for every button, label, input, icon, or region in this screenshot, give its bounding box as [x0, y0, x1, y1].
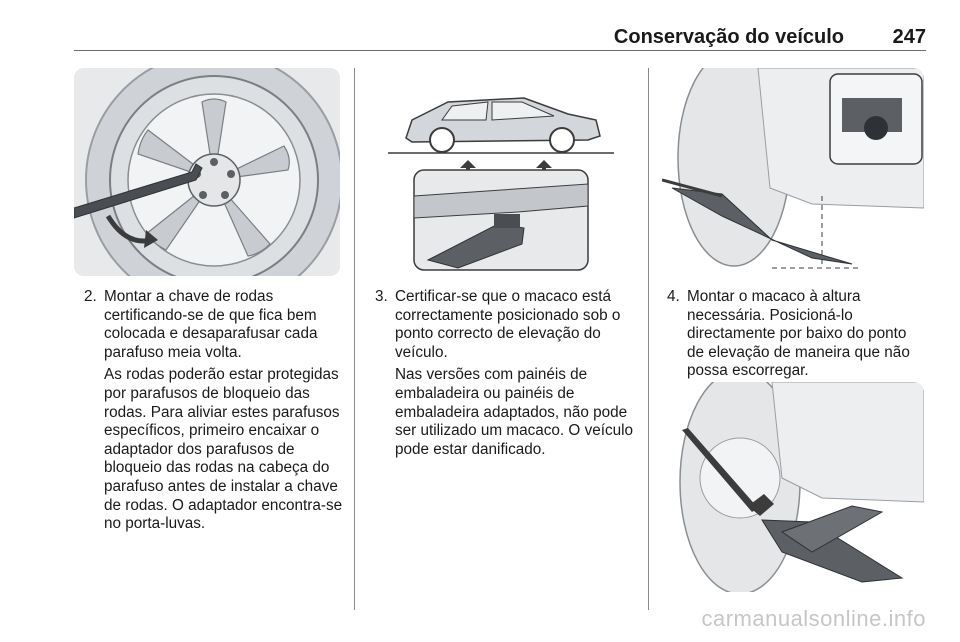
step-instruction: Montar a chave de rodas certificando-se …	[104, 288, 318, 361]
step-2: 2. Montar a chave de rodas certificando-…	[84, 288, 346, 538]
step-note: As rodas poderão estar protegidas por pa…	[104, 366, 343, 533]
step-instruction: Certificar-se que o macaco está correcta…	[395, 288, 621, 361]
header-rule	[74, 50, 926, 51]
step-4: 4. Montar o macaco à altura necessária. …	[667, 288, 927, 385]
step-number: 4.	[667, 288, 680, 305]
column-divider	[354, 68, 355, 610]
step-number: 2.	[84, 288, 97, 305]
step-instruction: Montar o macaco à altura necessária. Pos…	[687, 288, 910, 380]
jack-position-illustration	[662, 68, 924, 276]
step-note: Nas versões com painéis de embaladeira o…	[395, 366, 634, 458]
wheel-wrench-illustration	[74, 68, 340, 276]
watermark: carmanualsonline.info	[701, 606, 926, 631]
step-3: 3. Certificar-se que o macaco está corre…	[375, 288, 637, 463]
column-divider	[648, 68, 649, 610]
jack-raised-illustration	[662, 382, 924, 592]
page-number: 247	[892, 26, 926, 48]
car-jacking-point-illustration	[368, 68, 634, 276]
section-title: Conservação do veículo	[613, 26, 844, 48]
step-number: 3.	[375, 288, 388, 305]
